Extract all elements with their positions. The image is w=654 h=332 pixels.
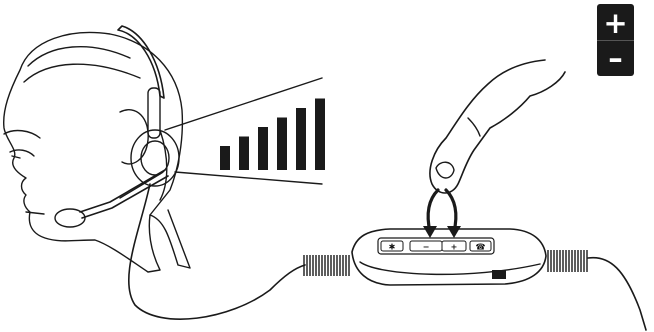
- volume-minus-label: –: [608, 41, 623, 75]
- mute-button[interactable]: ✱: [380, 240, 404, 252]
- microphone-capsule: [54, 208, 86, 228]
- cable-strain-reliefs: [303, 250, 588, 276]
- press-arrows: [426, 188, 458, 234]
- badge-divider: [597, 40, 634, 41]
- volume-meter-bar: [296, 108, 306, 170]
- mouth: [25, 211, 45, 215]
- volume-down-button[interactable]: −: [409, 240, 443, 252]
- volume-meter-bar: [277, 117, 287, 170]
- controller-edge: [359, 261, 541, 276]
- volume-down-icon: −: [423, 243, 430, 252]
- arrowhead-plus-icon: [447, 226, 461, 238]
- controller-body: [351, 228, 547, 286]
- volume-meter-bar: [239, 136, 249, 170]
- knuckle-line: [467, 117, 481, 137]
- volume-badge: + –: [597, 4, 634, 76]
- headset-slider: [147, 87, 161, 139]
- volume-up-icon: +: [451, 243, 458, 252]
- phone-icon: ☎: [476, 243, 486, 252]
- arrowhead-minus-icon: [423, 226, 437, 238]
- volume-meter-bar: [220, 146, 230, 170]
- pointing-hand: [429, 59, 566, 194]
- headset-cable: [127, 183, 306, 320]
- ear: [119, 109, 149, 165]
- head-outline: [3, 31, 184, 273]
- mute-icon: ✱: [389, 243, 396, 252]
- boom-arm-stripe: [119, 173, 161, 199]
- headset-earcup: [130, 129, 180, 187]
- volume-meter: [220, 98, 325, 170]
- mute-slider[interactable]: [492, 270, 506, 279]
- arrow-down-to-minus: [426, 188, 440, 234]
- volume-plus-label: +: [603, 6, 628, 40]
- meter-guide-top: [164, 77, 323, 131]
- headset-band: [117, 25, 165, 99]
- volume-meter-bar: [315, 98, 325, 170]
- volume-meter-bar: [258, 127, 268, 170]
- brow: [3, 129, 41, 139]
- call-button[interactable]: ☎: [469, 240, 492, 252]
- output-cable: [587, 256, 647, 331]
- fingernail: [435, 161, 455, 179]
- hair-lines: [23, 46, 191, 269]
- arrow-down-to-plus: [444, 188, 458, 234]
- volume-up-button[interactable]: +: [441, 240, 467, 252]
- eye: [9, 149, 35, 159]
- meter-guide-bottom: [174, 171, 323, 185]
